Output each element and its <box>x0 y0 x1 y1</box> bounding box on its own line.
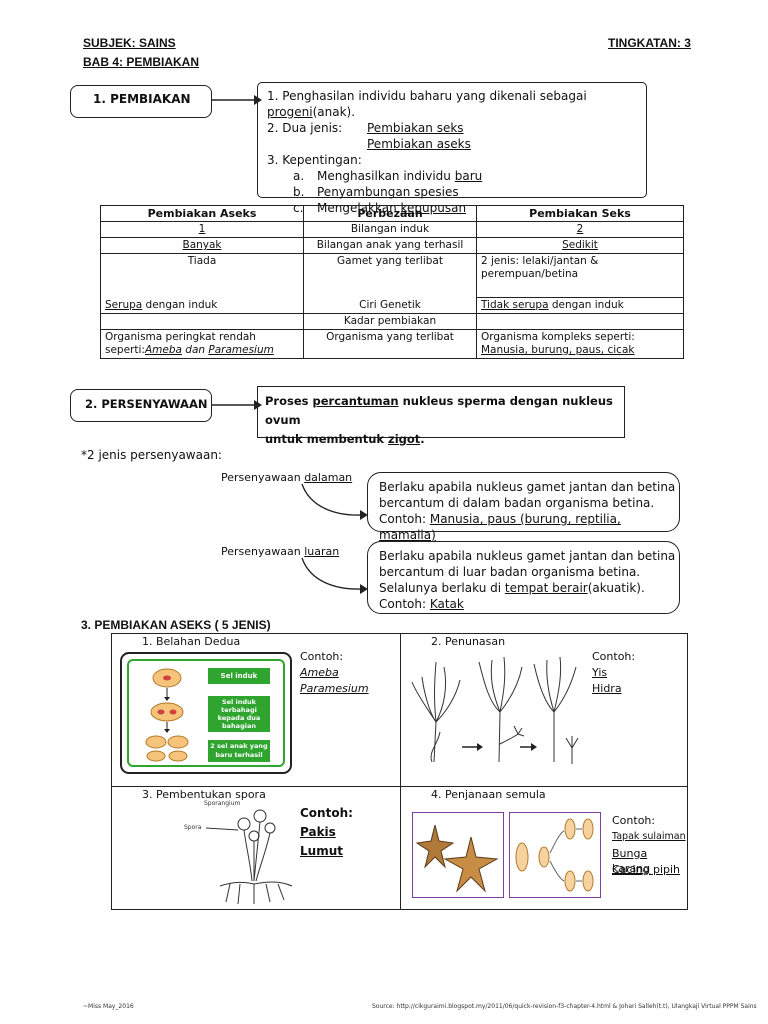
fertilisation-types-label: *2 jenis persenyawaan: <box>81 448 222 462</box>
col-header-perbezaan: Perbezaan <box>303 205 477 222</box>
section1-definition-box: 1. Penghasilan individu baharu yang dike… <box>257 82 647 215</box>
example-lumut: Lumut <box>300 844 343 858</box>
comparison-table: Pembiakan Aseks Perbezaan Pembiakan Seks… <box>100 205 684 359</box>
example-cacing-pipih: Cacing pipih <box>612 863 681 876</box>
table-row: 1 Bilangan induk 2 <box>100 221 684 238</box>
regeneration-title: 4. Penjanaan semula <box>431 788 546 801</box>
binary-fission-diagram: Sel induk Sel induk terbahagi kepada dua… <box>120 652 292 774</box>
table-row: Banyak Bilangan anak yang terhasil Sedik… <box>100 237 684 254</box>
arrow-right-icon <box>212 95 262 105</box>
curved-arrow-icon <box>301 483 368 520</box>
section2-title: 2. PERSENYAWAAN <box>85 397 208 411</box>
curved-arrow-icon <box>301 557 368 594</box>
col-header-aseks: Pembiakan Aseks <box>100 205 304 222</box>
external-fertilisation-box: Berlaku apabila nukleus gamet jantan dan… <box>367 541 680 614</box>
budding-title: 2. Penunasan <box>431 635 506 648</box>
example-paramesium: Paramesium <box>300 682 369 695</box>
col-header-seks: Pembiakan Seks <box>476 205 684 222</box>
example-yis: Yis <box>592 666 608 679</box>
cell-division-illustration <box>145 668 189 762</box>
starfish-photo <box>412 812 504 898</box>
regeneration-sequence <box>509 812 601 898</box>
subject-label: SUBJEK: SAINS <box>83 36 176 50</box>
chapter-label: BAB 4: PEMBIAKAN <box>83 55 200 69</box>
form-label: TINGKATAN: 3 <box>608 36 691 50</box>
example-tapak-sulaiman: Tapak sulaiman <box>612 831 686 842</box>
table-row: Tiada Gamet yang terlibat 2 jenis: lelak… <box>100 253 684 298</box>
table-header-row: Pembiakan Aseks Perbezaan Pembiakan Seks <box>100 205 684 222</box>
spore-formation-title: 3. Pembentukan spora <box>142 788 266 801</box>
section3-title: 3. PEMBIAKAN ASEKS ( 5 JENIS) <box>81 618 271 632</box>
fertilisation-definition-box: Proses percantuman nukleus sperma dengan… <box>257 386 625 446</box>
internal-fertilisation-label: Persenyawaan dalaman <box>221 471 353 484</box>
example-ameba: Ameba <box>300 666 339 679</box>
external-fertilisation-label: Persenyawaan luaran <box>221 545 340 558</box>
example-pakis: Pakis <box>300 825 336 839</box>
example-hidra: Hidra <box>592 682 622 695</box>
section2-title-box: 2. PERSENYAWAAN <box>70 389 212 422</box>
budding-illustration <box>411 656 579 764</box>
footer-source: Source: http://cikguraimi.blogspot.my/20… <box>372 1003 757 1010</box>
binary-fission-title: 1. Belahan Dedua <box>142 635 241 648</box>
table-row: Serupa dengan induk Ciri Genetik Tidak s… <box>100 297 684 314</box>
asexual-reproduction-grid: 1. Belahan Dedua Sel induk Sel induk ter… <box>111 633 688 910</box>
section1-title-box: 1. PEMBIAKAN <box>70 85 212 118</box>
section1-title: 1. PEMBIAKAN <box>93 92 191 106</box>
footer-author: ~Miss May_2016 <box>83 1003 134 1010</box>
spore-formation-illustration <box>205 809 293 905</box>
example-bunga-karang: Bunga karang <box>612 847 651 875</box>
internal-fertilisation-box: Berlaku apabila nukleus gamet jantan dan… <box>367 472 680 542</box>
arrow-right-icon <box>212 400 262 410</box>
table-row: Kadar pembiakan <box>100 313 684 330</box>
